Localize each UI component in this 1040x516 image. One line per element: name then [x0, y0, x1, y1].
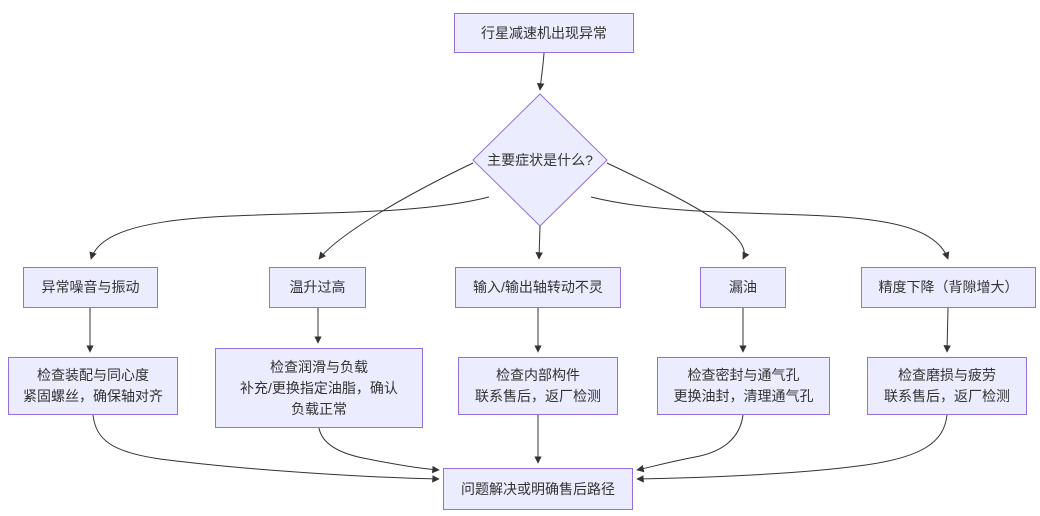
node-action-assembly-line1: 检查装配与同心度	[37, 367, 149, 383]
node-action-wear: 检查磨损与疲劳 联系售后，返厂检测	[867, 357, 1027, 415]
node-action-lubrication-line1: 检查润滑与负载	[270, 358, 368, 375]
node-action-assembly-line2: 紧固螺丝，确保轴对齐	[23, 388, 163, 404]
node-action-internal: 检查内部构件 联系售后，返厂检测	[458, 357, 618, 415]
edge-action2-end	[318, 427, 440, 474]
node-symptom-noise-label: 异常噪音与振动	[41, 279, 140, 295]
node-symptom-oil-leak: 漏油	[700, 267, 786, 308]
node-symptom-noise: 异常噪音与振动	[23, 267, 158, 308]
edge-decision-noise	[89, 196, 490, 260]
edge-action4-end	[636, 414, 744, 473]
edge-decision-accuracy	[590, 196, 950, 260]
edge-decision-temperature	[318, 162, 474, 260]
node-action-seal: 检查密封与通气孔 更换油封，清理通气孔	[657, 357, 830, 415]
node-start: 行星减速机出现异常	[454, 13, 634, 53]
node-decision-label: 主要症状是什么?	[487, 152, 593, 168]
node-end: 问题解决或明确售后路径	[443, 468, 633, 510]
edge-decision-shaft	[535, 225, 543, 260]
node-start-label: 行星减速机出现异常	[481, 24, 607, 41]
node-action-seal-line1: 检查密封与通气孔	[687, 367, 800, 383]
node-symptom-oil-leak-label: 漏油	[729, 279, 757, 295]
node-symptom-shaft: 输入/输出轴转动不灵	[455, 267, 621, 308]
node-action-internal-line2: 联系售后，返厂检测	[475, 388, 601, 404]
node-action-seal-line2: 更换油封，清理通气孔	[673, 388, 814, 404]
node-action-lubrication-line3: 负载正常	[291, 400, 347, 417]
edge-decision-oil-leak	[606, 162, 750, 260]
edge-start-decision	[536, 52, 545, 91]
node-action-lubrication-line2: 补充/更换指定油脂，确认	[240, 379, 398, 396]
node-symptom-temperature: 温升过高	[269, 267, 366, 308]
node-action-wear-line2: 联系售后，返厂检测	[884, 388, 1010, 404]
node-symptom-shaft-label: 输入/输出轴转动不灵	[473, 279, 603, 295]
node-action-internal-line1: 检查内部构件	[496, 367, 580, 383]
node-action-lubrication: 检查润滑与负载 补充/更换指定油脂，确认 负载正常	[215, 348, 423, 428]
edge-action1-end	[92, 414, 440, 483]
node-symptom-temperature-label: 温升过高	[289, 279, 346, 295]
edge-action5-end	[636, 414, 948, 483]
node-end-label: 问题解决或明确售后路径	[461, 480, 615, 497]
node-decision: 主要症状是什么?	[473, 146, 607, 174]
node-action-wear-line1: 检查磨损与疲劳	[898, 367, 996, 383]
node-symptom-accuracy-label: 精度下降（背隙增大）	[878, 279, 1019, 295]
edge-accuracy-action	[943, 307, 951, 353]
node-action-assembly: 检查装配与同心度 紧固螺丝，确保轴对齐	[8, 357, 178, 415]
node-symptom-accuracy: 精度下降（背隙增大）	[861, 267, 1036, 308]
